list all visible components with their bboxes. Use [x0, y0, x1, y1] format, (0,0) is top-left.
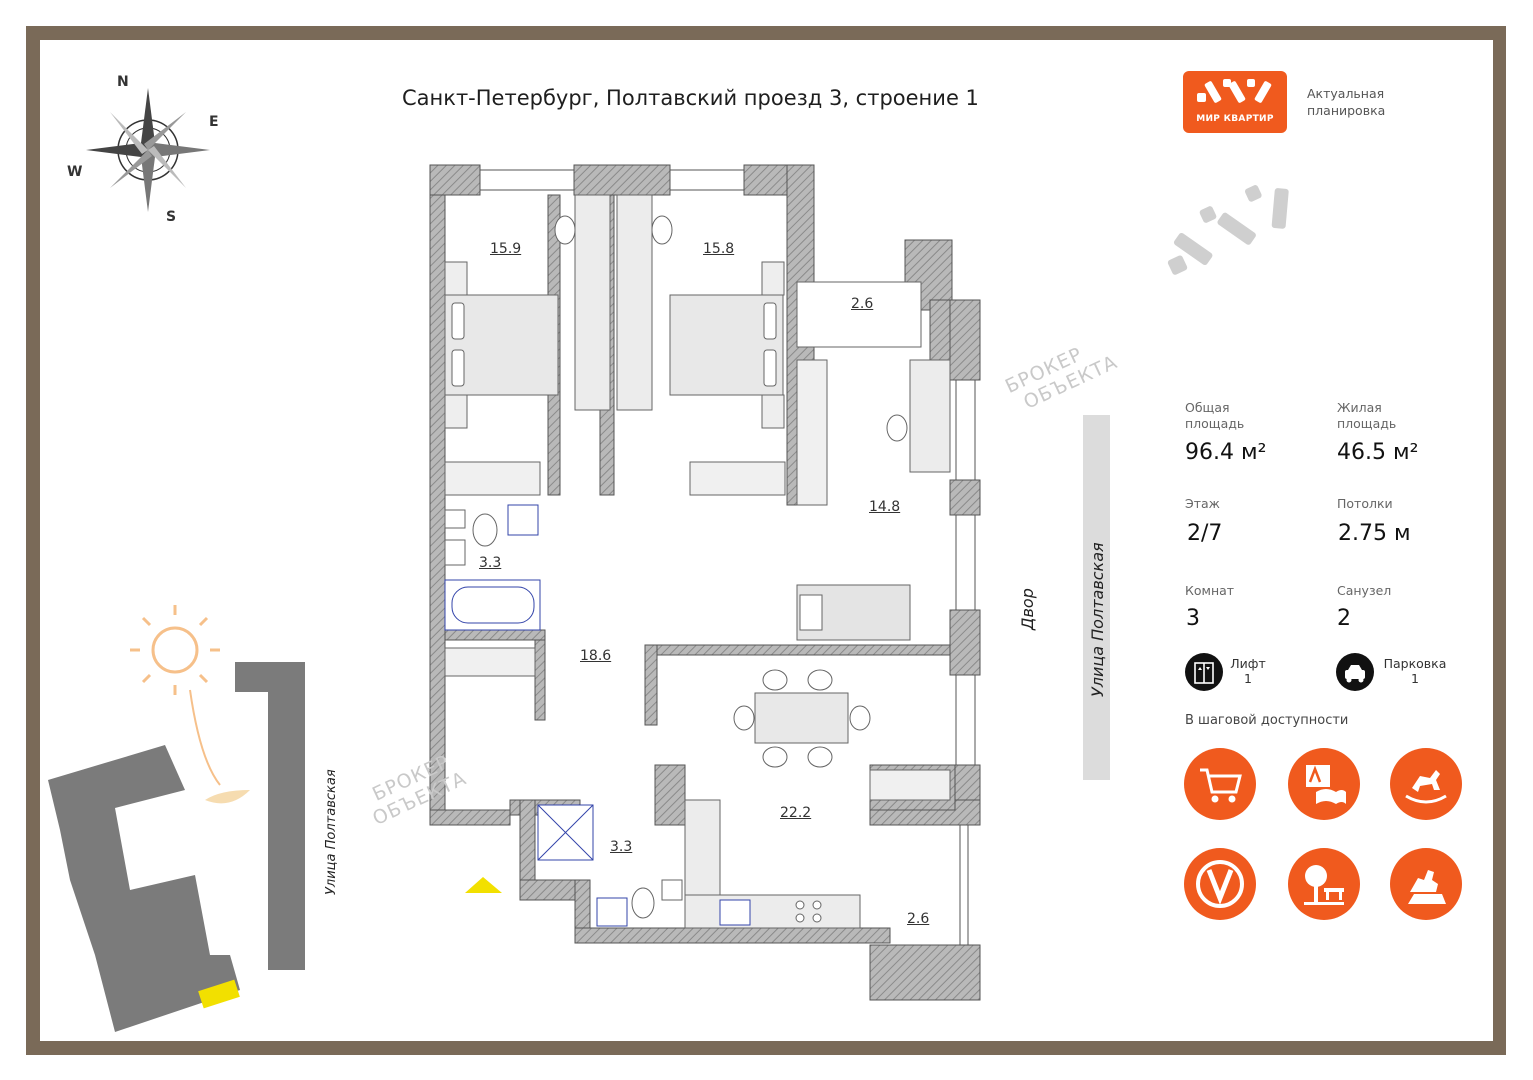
shop-cart-icon: [1184, 748, 1256, 820]
rooms-count-value: 3: [1186, 606, 1200, 631]
room-area-balcony1: 2.6: [851, 296, 874, 312]
walking-distance-label: В шаговой доступности: [1185, 713, 1349, 728]
floor-value: 2/7: [1187, 521, 1223, 546]
brand-logo-icon: [1197, 79, 1272, 103]
room-area-bath1: 3.3: [479, 555, 502, 571]
compass-east: E: [209, 114, 219, 130]
compass-north: N: [117, 74, 129, 90]
room-area-hall: 18.6: [580, 648, 612, 664]
compass-south: S: [166, 209, 177, 225]
street-label-right: Улица Полтавская: [1088, 542, 1107, 697]
room-area-bath2: 3.3: [610, 839, 633, 855]
site-plan: [48, 605, 305, 1032]
total-area-value: 96.4 м²: [1185, 440, 1267, 465]
ceiling-value: 2.75 м: [1338, 521, 1411, 546]
rooms-count-label: Комнат: [1185, 583, 1235, 598]
metro-icon: [1184, 848, 1256, 920]
kindergarten-icon: [1390, 748, 1462, 820]
logo-caption: Актуальная планировка: [1307, 86, 1386, 118]
room-area-kitchen: 22.2: [780, 805, 812, 821]
park-icon: [1288, 848, 1360, 920]
school-icon: [1288, 748, 1360, 820]
compass-rose: [86, 88, 210, 212]
lift-icon: [1185, 653, 1223, 691]
total-area-label: Общая площадь: [1185, 400, 1245, 431]
room-area-bedroom1: 15.9: [490, 241, 522, 257]
parking-icon: [1336, 653, 1374, 691]
room-area-bedroom2: 15.8: [703, 241, 735, 257]
living-area-value: 46.5 м²: [1337, 440, 1419, 465]
page-title: Санкт-Петербург, Полтавский проезд 3, ст…: [402, 86, 979, 110]
street-label-left: Улица Полтавская: [324, 769, 339, 895]
living-area-label: Жилая площадь: [1337, 400, 1397, 431]
brand-name: МИР КВАРТИР: [1196, 114, 1274, 124]
yard-label: Двор: [1018, 588, 1037, 630]
entrance-marker: [465, 877, 502, 893]
furniture: [444, 194, 951, 929]
ceiling-label: Потолки: [1337, 496, 1393, 511]
logo-watermark-icon: [1167, 185, 1289, 275]
monument-icon: [1390, 848, 1462, 920]
floor-label: Этаж: [1185, 496, 1220, 511]
brand-logo: МИР КВАРТИР: [1183, 71, 1287, 133]
compass-west: W: [67, 164, 83, 180]
room-area-room: 14.8: [869, 499, 901, 515]
bathrooms-label: Санузел: [1337, 583, 1392, 598]
room-area-balcony2: 2.6: [907, 911, 930, 927]
bathrooms-value: 2: [1337, 606, 1351, 631]
